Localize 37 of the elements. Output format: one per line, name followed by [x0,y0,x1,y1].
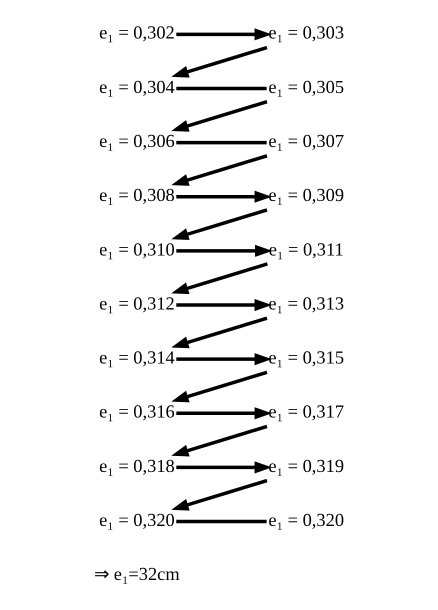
arrow [176,28,272,40]
arrow [176,407,272,420]
arrow [176,298,272,312]
node-text: e₁ = 0,309 [268,185,344,206]
arrow [171,478,268,511]
node-text: e₁ = 0,307 [268,130,344,151]
arrow [171,46,268,78]
arrow [171,208,268,240]
node-text: e₁ = 0,310 [99,239,175,260]
connector [176,520,267,524]
node-text: e₁ = 0,304 [99,76,175,97]
arrow [171,424,268,456]
node-text: e₁ = 0,320 [268,510,344,530]
arrow [176,190,272,203]
node-text: e₁ = 0,302 [99,22,175,43]
arrow [171,154,268,186]
node-text: e₁ = 0,305 [268,76,344,97]
node-text: e₁ = 0,306 [99,130,175,151]
arrow [176,244,272,257]
arrow [171,100,268,132]
connector [176,86,267,90]
node-text: e₁ = 0,317 [268,402,344,422]
arrow [176,353,272,366]
arrow [171,316,268,348]
node-text: e₁ = 0,308 [99,185,175,206]
node-text: e₁ = 0,313 [268,293,344,314]
node-text: e₁ = 0,316 [99,402,175,422]
connector [176,140,267,144]
node-text: e₁ = 0,320 [99,510,175,530]
node-text: e₁ = 0,319 [268,456,344,476]
node-text: e₁ = 0,318 [99,456,175,476]
arrow [171,262,268,294]
arrow [176,461,272,474]
node-text: e₁ = 0,314 [99,348,175,368]
arrow [171,370,268,402]
label: ⇒ e₁=32cm [94,564,180,584]
node-text: e₁ = 0,312 [99,293,175,314]
